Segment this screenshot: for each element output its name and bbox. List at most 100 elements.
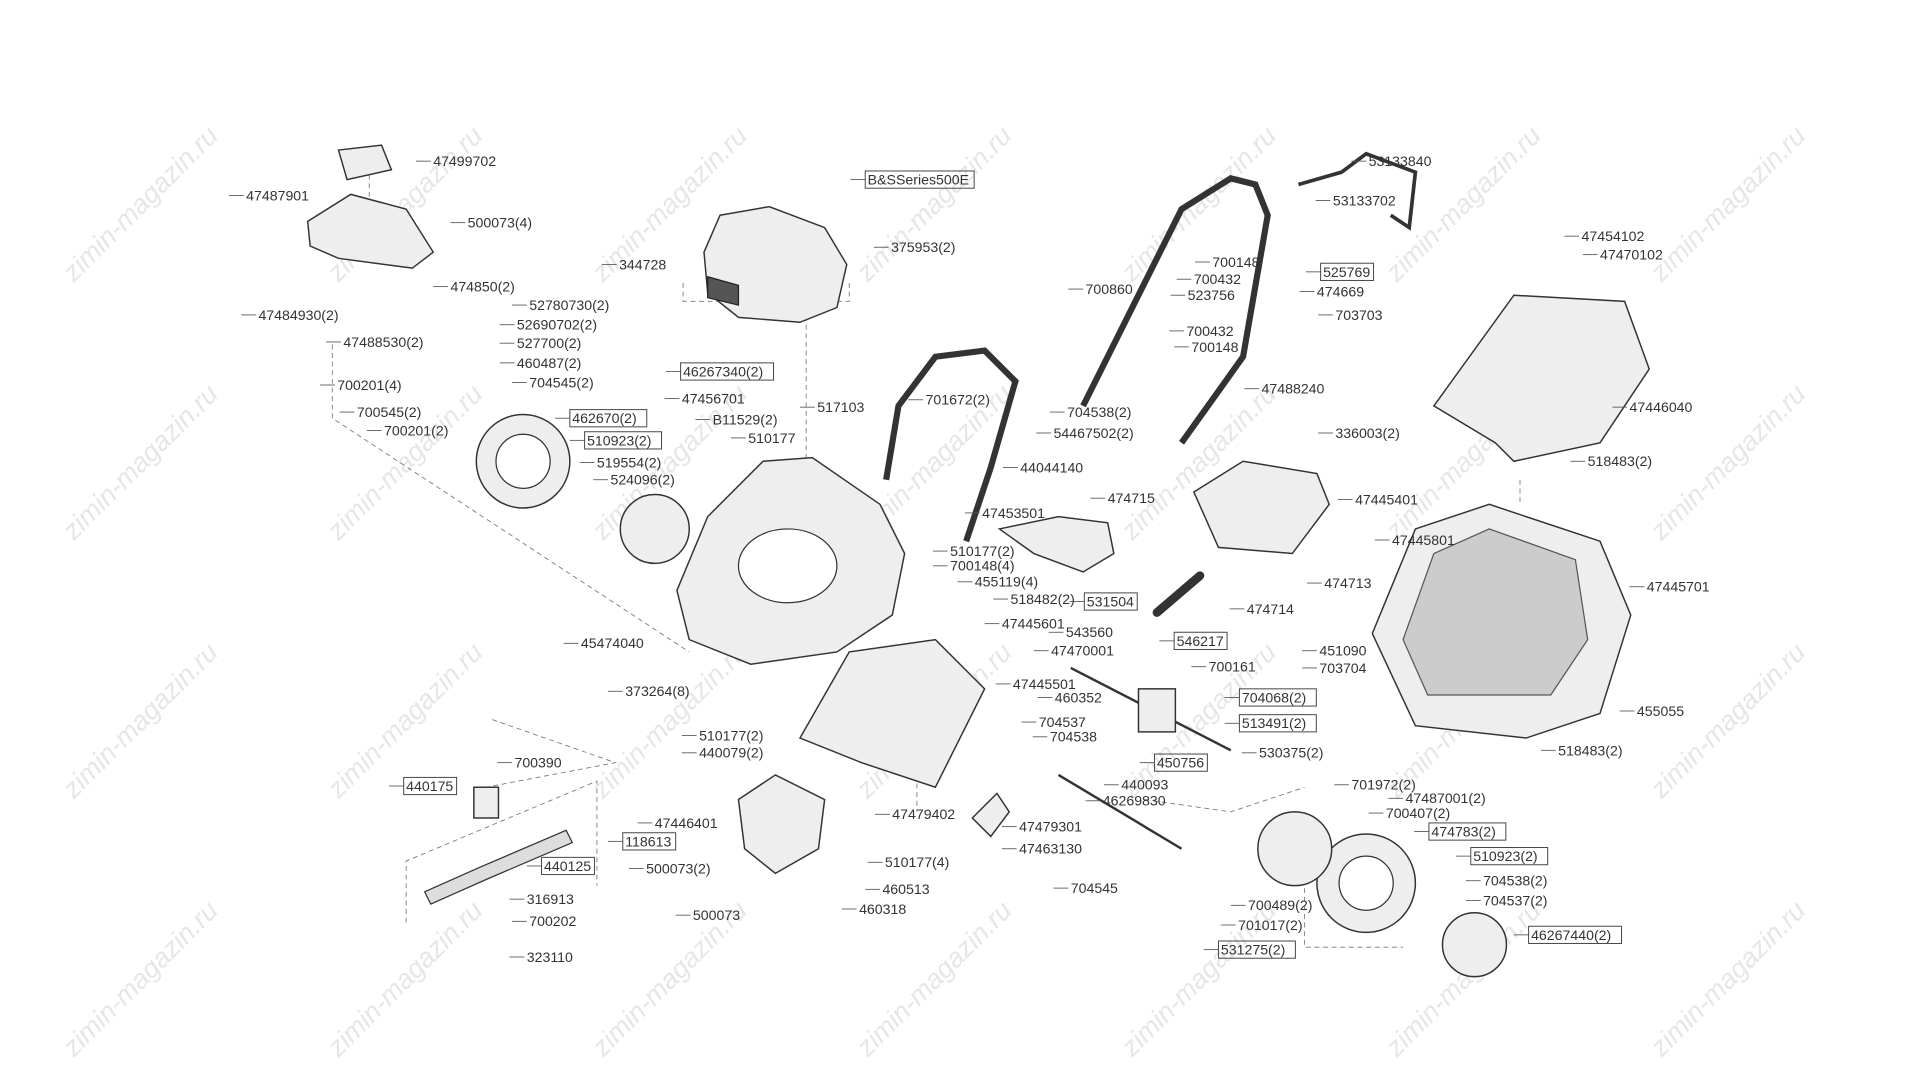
part-number-label: 462670(2)	[572, 410, 636, 426]
part-callout: 704538(2)	[1049, 404, 1132, 420]
part-callout: 47484930(2)	[241, 307, 339, 323]
part-number-label: 46267440(2)	[1531, 927, 1611, 943]
watermark-text: zimin-magazin.ru	[1379, 120, 1547, 287]
label-box	[1238, 688, 1317, 707]
part-callout: 510177(2)	[681, 728, 764, 744]
part-callout: 440125	[526, 856, 595, 876]
part-number-label: 47445701	[1647, 579, 1710, 595]
part-number-label: 53133840	[1369, 153, 1432, 169]
side-discharge	[997, 515, 1115, 573]
label-box	[864, 170, 975, 189]
part-callout: 336003(2)	[1318, 425, 1400, 441]
part-number-label: 510177	[748, 430, 795, 446]
part-number-label: 440093	[1121, 777, 1168, 793]
part-callout: 523756	[1170, 287, 1235, 303]
part-number-label: 450756	[1157, 755, 1204, 771]
part-callout: B11529(2)	[695, 411, 778, 427]
part-callout: 700201(2)	[366, 422, 448, 438]
part-callout: 118613	[608, 832, 677, 851]
engine-base	[707, 275, 740, 306]
label-box	[403, 776, 458, 796]
hubcap-right	[1441, 911, 1508, 978]
part-number-label: 700161	[1209, 659, 1256, 675]
part-number-label: 440125	[544, 858, 591, 874]
part-number-label: 47470001	[1051, 643, 1114, 659]
part-callout: 700161	[1191, 659, 1256, 675]
part-number-label: 704538(2)	[1067, 404, 1131, 420]
part-callout: 46267340(2)	[665, 362, 775, 381]
part-callout: 518483(2)	[1570, 453, 1652, 469]
part-number-label: 118613	[625, 833, 671, 849]
part-number-label: B11529(2)	[713, 411, 778, 427]
deck-opening	[737, 528, 838, 604]
part-callout: 450756	[1139, 753, 1208, 772]
part-number-label: 474783(2)	[1431, 823, 1495, 839]
part-callout: 700390	[497, 755, 562, 771]
part-number-label: 52690702(2)	[517, 317, 597, 333]
part-number-label: B&SSeries500E	[868, 172, 969, 188]
part-number-label: 500073	[693, 907, 740, 923]
part-number-label: 546217	[1177, 633, 1224, 649]
part-number-label: 510177(4)	[885, 854, 949, 870]
part-number-label: 510923(2)	[587, 432, 651, 448]
part-callout: 700148	[1174, 339, 1239, 355]
part-number-label: 700148	[1212, 254, 1259, 270]
part-number-label: 375953(2)	[891, 239, 955, 255]
part-number-label: 700407(2)	[1386, 805, 1450, 821]
part-number-label: 510177(2)	[950, 543, 1014, 559]
watermark-text: zimin-magazin.ru	[56, 637, 224, 804]
mulch-plug	[1192, 460, 1331, 555]
part-callout: 701017(2)	[1220, 917, 1303, 933]
part-callout: 474713	[1307, 575, 1372, 591]
wheel-disc	[1257, 811, 1333, 887]
part-number-label: 523756	[1188, 287, 1235, 303]
part-callout: 47487001(2)	[1388, 790, 1486, 806]
part-number-label: 474713	[1324, 575, 1371, 591]
part-callout: 440093	[1104, 777, 1169, 793]
part-number-label: 46267340(2)	[683, 363, 763, 379]
part-callout: 440175	[388, 776, 458, 796]
part-number-label: 47463130	[1019, 841, 1082, 857]
part-callout: 373264(8)	[608, 683, 690, 699]
part-number-label: 700202	[529, 913, 576, 929]
part-callout: 510177(4)	[867, 854, 949, 870]
part-callout: 546217	[1159, 631, 1228, 650]
part-number-label: 519554(2)	[597, 454, 661, 470]
part-number-label: 703703	[1335, 307, 1382, 323]
engine-cover	[306, 193, 435, 269]
part-number-label: 527700(2)	[517, 335, 581, 351]
part-callout: 316913	[509, 891, 574, 907]
part-number-label: 700545(2)	[357, 404, 421, 420]
label-box	[622, 832, 677, 851]
part-number-label: 53133702	[1333, 192, 1396, 208]
part-number-label: 46269830	[1103, 793, 1166, 809]
watermark-text: zimin-magazin.ru	[850, 895, 1018, 1062]
engine-cover-lid	[337, 144, 393, 181]
part-callout: 703703	[1318, 307, 1383, 323]
part-number-label: 700201(2)	[384, 422, 448, 438]
part-callout: 700432	[1176, 271, 1241, 287]
watermark-text: zimin-magazin.ru	[56, 120, 224, 287]
part-number-label: 531504	[1087, 593, 1134, 609]
part-callout: B&SSeries500E	[850, 170, 975, 189]
part-number-label: 47453501	[982, 505, 1045, 521]
part-labels: 4749970247487901500073(4)47484930(2)4748…	[228, 153, 1710, 965]
part-number-label: 701672(2)	[926, 392, 990, 408]
part-callout: 700545(2)	[339, 404, 421, 420]
blade	[423, 829, 574, 905]
part-number-label: 510177(2)	[699, 728, 763, 744]
part-callout: 460318	[841, 901, 906, 917]
belt	[1152, 571, 1205, 617]
watermark-text: zimin-magazin.ru	[321, 637, 489, 804]
part-callout: 47446040	[1612, 399, 1693, 415]
label-box	[1470, 847, 1549, 866]
part-callout: 513491(2)	[1224, 714, 1317, 733]
part-callout: 460487(2)	[499, 355, 581, 371]
part-number-label: 701972(2)	[1351, 777, 1415, 793]
label-box	[541, 856, 595, 876]
part-number-label: 517103	[817, 399, 864, 415]
part-callout: 474715	[1090, 490, 1155, 506]
watermark-text: zimin-magazin.ru	[1644, 895, 1812, 1062]
label-box	[569, 409, 648, 428]
part-callout: 47445401	[1337, 491, 1418, 507]
